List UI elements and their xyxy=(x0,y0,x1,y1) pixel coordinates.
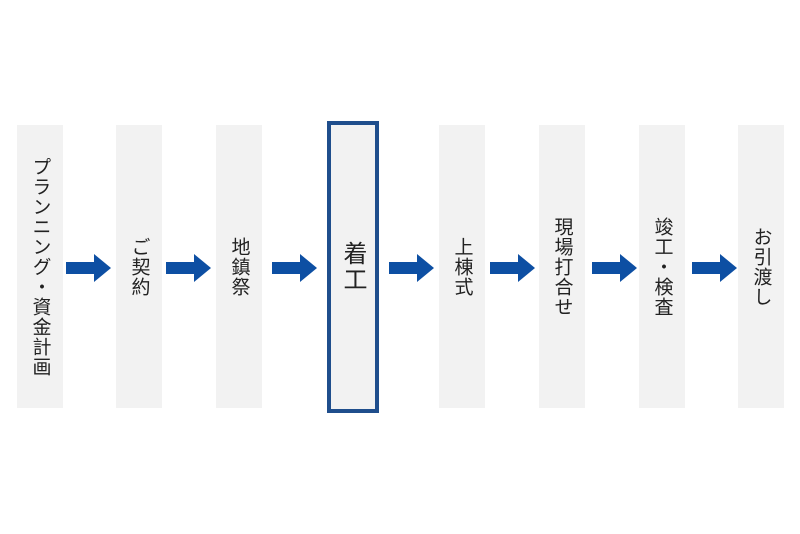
step-planning: プランニング・資金計画 xyxy=(17,125,63,408)
arrow-right-icon xyxy=(166,254,211,282)
step-construction-start: 着工 xyxy=(327,121,379,413)
step-groundbreaking: 地鎮祭 xyxy=(216,125,262,408)
arrow-right-icon xyxy=(66,254,111,282)
step-contract: ご契約 xyxy=(116,125,162,408)
step-label: プランニング・資金計画 xyxy=(29,156,52,377)
step-label: 着工 xyxy=(339,241,367,293)
step-label: 上棟式 xyxy=(451,236,474,297)
step-label: お引渡し xyxy=(750,226,773,307)
step-label: 竣工・検査 xyxy=(651,216,674,317)
step-label: 現場打合せ xyxy=(551,216,574,317)
step-site-meeting: 現場打合せ xyxy=(539,125,585,408)
arrow-right-icon xyxy=(592,254,637,282)
arrow-right-icon xyxy=(389,254,434,282)
arrow-right-icon xyxy=(272,254,317,282)
step-completion-inspection: 竣工・検査 xyxy=(639,125,685,408)
step-handover: お引渡し xyxy=(738,125,784,408)
step-label: 地鎮祭 xyxy=(228,236,251,297)
step-label: ご契約 xyxy=(128,236,151,297)
step-framing-ceremony: 上棟式 xyxy=(439,125,485,408)
arrow-right-icon xyxy=(490,254,535,282)
arrow-right-icon xyxy=(692,254,737,282)
